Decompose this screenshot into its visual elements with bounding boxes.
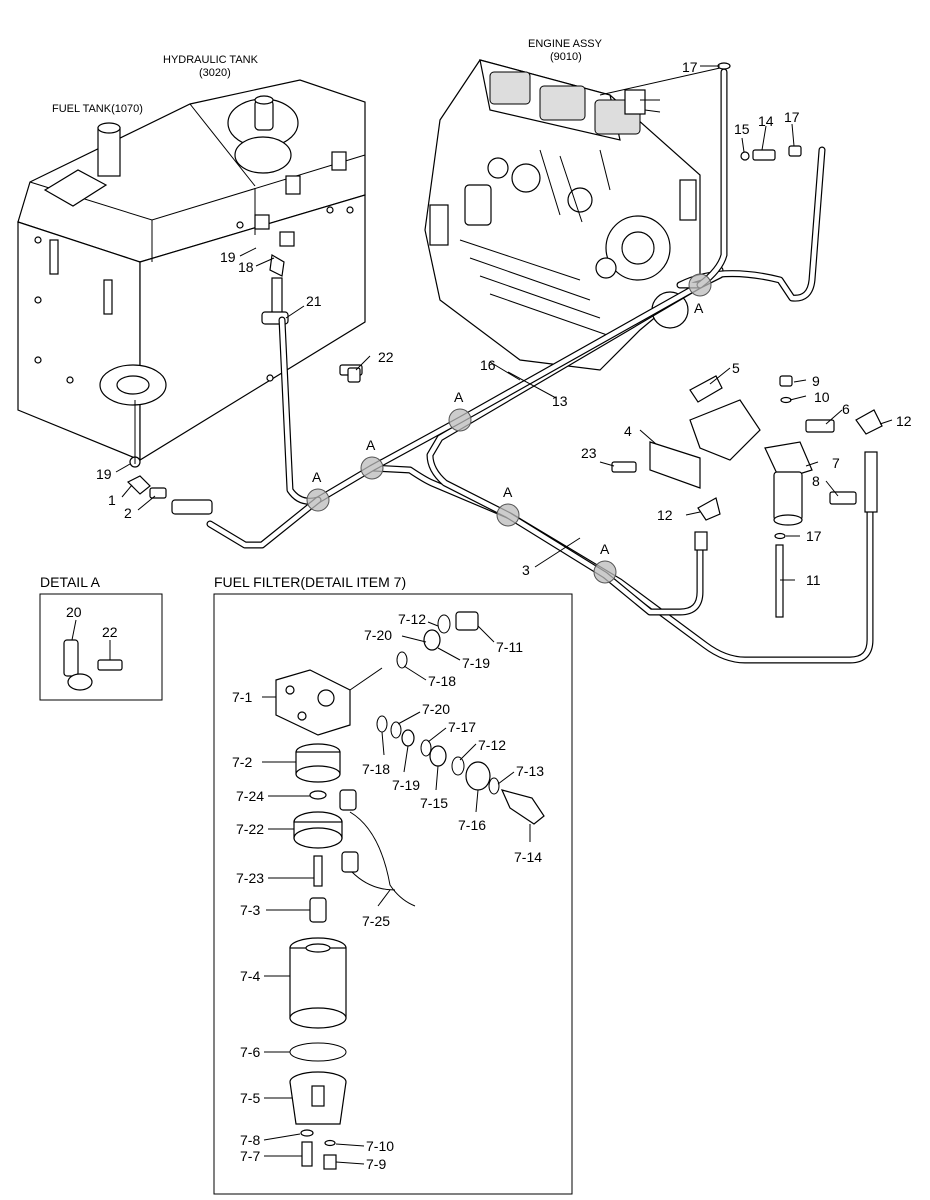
callout-1: 1 <box>108 492 116 508</box>
marker-a-1 <box>306 488 330 512</box>
filter-callout-7-16: 7-16 <box>458 817 486 833</box>
filter-callout-7-24: 7-24 <box>236 788 264 804</box>
engine-assy-code: (9010) <box>550 51 582 63</box>
marker-a-4 <box>496 503 520 527</box>
marker-a-2 <box>360 456 384 480</box>
callout-18: 18 <box>238 259 254 275</box>
callout-19-bottom: 19 <box>96 466 112 482</box>
filter-callout-7-14: 7-14 <box>514 849 542 865</box>
callout-12-right: 12 <box>896 413 912 429</box>
filter-callout-7-4: 7-4 <box>240 968 260 984</box>
filter-callout-7-18-mid: 7-18 <box>362 761 390 777</box>
callout-3: 3 <box>522 562 530 578</box>
callout-7: 7 <box>832 455 840 471</box>
filter-callout-7-20-top: 7-20 <box>364 627 392 643</box>
hydraulic-tank-title: HYDRAULIC TANK <box>163 54 259 66</box>
filter-callout-7-19-mid: 7-19 <box>392 777 420 793</box>
callout-4: 4 <box>624 423 632 439</box>
filter-callout-7-5: 7-5 <box>240 1090 260 1106</box>
filter-callout-7-19-top: 7-19 <box>462 655 490 671</box>
hydraulic-tank-code: (3020) <box>199 67 231 79</box>
filter-callout-7-6: 7-6 <box>240 1044 260 1060</box>
callout-21: 21 <box>306 293 322 309</box>
callout-16: 16 <box>480 357 496 373</box>
engine-assembly <box>424 59 721 371</box>
callout-2: 2 <box>124 505 132 521</box>
callout-22: 22 <box>378 349 394 365</box>
filter-callout-7-18-top: 7-18 <box>428 673 456 689</box>
filter-callout-7-3: 7-3 <box>240 902 260 918</box>
callout-9: 9 <box>812 373 820 389</box>
filter-callout-7-22: 7-22 <box>236 821 264 837</box>
fuel-filter-frame <box>213 593 573 1195</box>
detail-a: DETAIL A 20 22 <box>39 574 163 701</box>
filter-callout-7-2: 7-2 <box>232 754 252 770</box>
marker-a-label-3: A <box>454 389 464 405</box>
callout-13: 13 <box>552 393 568 409</box>
filter-callout-7-23: 7-23 <box>236 870 264 886</box>
leader-lines <box>115 65 893 581</box>
marker-a-label-2: A <box>366 437 376 453</box>
filter-callout-7-8: 7-8 <box>240 1132 260 1148</box>
filter-callout-7-1: 7-1 <box>232 689 252 705</box>
callout-17-right: 17 <box>784 109 800 125</box>
fuel-filter-detail: FUEL FILTER(DETAIL ITEM 7) <box>213 574 573 1195</box>
filter-callout-7-7: 7-7 <box>240 1148 260 1164</box>
marker-a-label-1: A <box>312 469 322 485</box>
filter-callout-7-9: 7-9 <box>366 1156 386 1172</box>
callout-23: 23 <box>581 445 597 461</box>
callout-14: 14 <box>758 113 774 129</box>
filter-callout-7-15: 7-15 <box>420 795 448 811</box>
marker-a-label-5: A <box>600 541 610 557</box>
marker-a-label-4: A <box>503 484 513 500</box>
fuel-tank-title: FUEL TANK(1070) <box>52 103 143 115</box>
filter-callout-7-17: 7-17 <box>448 719 476 735</box>
detail-a-frame <box>39 593 163 701</box>
filter-callout-7-20-mid: 7-20 <box>422 701 450 717</box>
filter-callout-7-10: 7-10 <box>366 1138 394 1154</box>
callout-12-left: 12 <box>657 507 673 523</box>
main-labels: HYDRAULIC TANK (3020) FUEL TANK(1070) EN… <box>52 38 912 588</box>
callout-5: 5 <box>732 360 740 376</box>
fuel-filter-title: FUEL FILTER(DETAIL ITEM 7) <box>214 574 406 590</box>
callout-17-bottom: 17 <box>806 528 822 544</box>
filter-callout-7-12-mid: 7-12 <box>478 737 506 753</box>
marker-a-label-6: A <box>694 300 704 316</box>
filter-callout-7-11: 7-11 <box>496 639 523 655</box>
marker-a-3 <box>448 408 472 432</box>
callout-10: 10 <box>814 389 830 405</box>
fittings <box>126 62 883 540</box>
marker-a-6 <box>688 273 712 297</box>
callout-6: 6 <box>842 401 850 417</box>
filter-callout-7-12-top: 7-12 <box>398 611 426 627</box>
fuel-hydraulic-tank <box>17 79 366 468</box>
marker-a-5 <box>593 560 617 584</box>
callout-15: 15 <box>734 121 750 137</box>
callout-8: 8 <box>812 473 820 489</box>
detail-callout-22: 22 <box>102 624 118 640</box>
section-markers: A A A A A A <box>306 273 712 584</box>
filter-callout-7-13: 7-13 <box>516 763 544 779</box>
engine-assy-title: ENGINE ASSY <box>528 38 603 50</box>
detail-callout-20: 20 <box>66 604 82 620</box>
callout-19-top: 19 <box>220 249 236 265</box>
filter-callout-7-25: 7-25 <box>362 913 390 929</box>
detail-a-title: DETAIL A <box>40 574 101 590</box>
callout-11: 11 <box>806 572 821 588</box>
callout-17-top: 17 <box>682 59 698 75</box>
